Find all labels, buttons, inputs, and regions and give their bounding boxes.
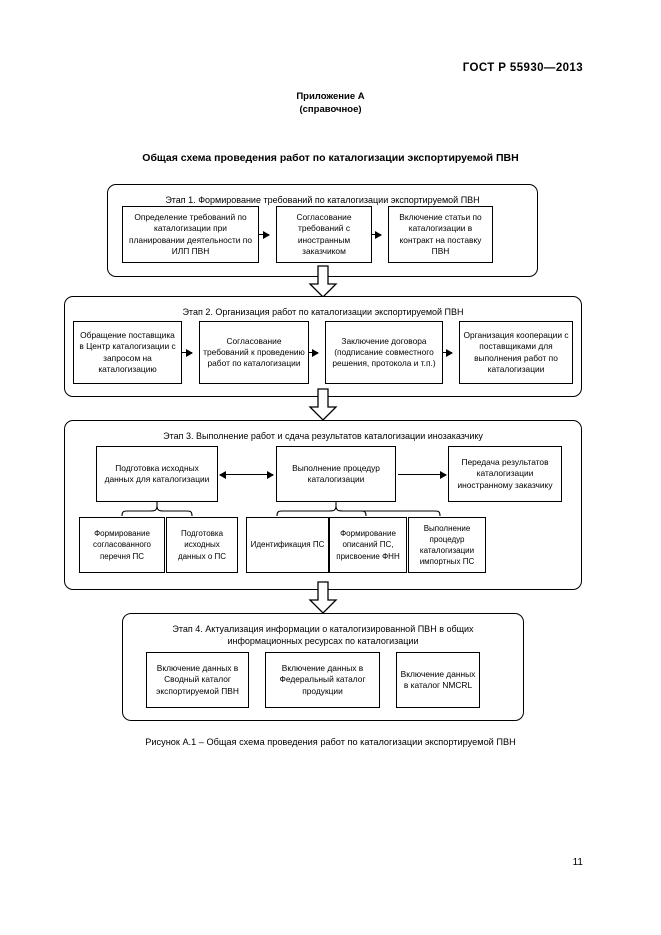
stage-3-subbox-4: Формирование описаний ПС, присвоение ФНН xyxy=(329,517,407,573)
stage-4-box-1-label: Включение данных в Сводный каталог экспо… xyxy=(156,663,239,696)
stage-1-title: Этап 1. Формирование требований по катал… xyxy=(165,195,480,205)
stage-2-box-4-label: Организация кооперации с поставщиками дл… xyxy=(463,330,569,374)
stage-1-box-2: Согласование требований с иностранным за… xyxy=(276,206,372,263)
stage-3-title: Этап 3. Выполнение работ и сдача результ… xyxy=(163,431,483,441)
stage-3-box-1: Подготовка исходных данных для каталогиз… xyxy=(96,446,218,502)
stage-2-arrow-3-4 xyxy=(443,347,453,358)
stage-3-subbox-2: Подготовка исходных данных о ПС xyxy=(166,517,238,573)
stage-3-box-1-label: Подготовка исходных данных для каталогиз… xyxy=(104,462,210,484)
stage-3-subbox-1: Формирование согласованного перечня ПС xyxy=(79,517,165,573)
stage-2-arrow-2-3 xyxy=(309,347,319,358)
stage-3-subbox-2-label: Подготовка исходных данных о ПС xyxy=(177,529,227,561)
stage-3-subbox-1-label: Формирование согласованного перечня ПС xyxy=(92,529,152,561)
stage-2-box-3-label: Заключение договора (подписание совместн… xyxy=(332,335,436,369)
stage-2-box-1-label: Обращение поставщика в Центр каталогизац… xyxy=(79,330,176,374)
annex-title: Приложение А xyxy=(296,91,365,102)
stage-2-box-2: Согласование требований к проведению раб… xyxy=(199,321,309,384)
annex-subtitle: (справочное) xyxy=(299,104,362,115)
stage-3-subbox-5: Выполнение процедур каталогизации импорт… xyxy=(408,517,486,573)
annex-heading: Приложение А (справочное) xyxy=(0,90,661,116)
stage-3-box-2-label: Выполнение процедур каталогизации xyxy=(292,462,380,484)
figure-caption: Рисунок А.1 – Общая схема проведения раб… xyxy=(145,737,516,747)
stage-4-title: Этап 4. Актуализация информации о катало… xyxy=(172,624,474,646)
stage-3-subbox-5-label: Выполнение процедур каталогизации импорт… xyxy=(419,523,475,567)
stage-4-box-2: Включение данных в Федеральный каталог п… xyxy=(265,652,380,708)
stage-2-box-1: Обращение поставщика в Центр каталогизац… xyxy=(73,321,182,384)
stage-1-box-3-label: Включение статьи по каталогизации в конт… xyxy=(399,212,482,256)
stage-3-box-3: Передача результатов каталогизации иност… xyxy=(448,446,562,502)
stage-1-box-2-label: Согласование требований с иностранным за… xyxy=(296,212,352,256)
standard-header: ГОСТ Р 55930—2013 xyxy=(462,62,583,74)
stage-1-arrow-2-3 xyxy=(372,229,382,240)
stage-3-arrow-1-2 xyxy=(219,469,274,480)
stage-4-box-2-label: Включение данных в Федеральный каталог п… xyxy=(279,663,366,696)
stage-2-box-3: Заключение договора (подписание совместн… xyxy=(325,321,443,384)
stage-3-brace-right xyxy=(250,502,480,519)
stage-4-box-1: Включение данных в Сводный каталог экспо… xyxy=(146,652,249,708)
stage-3-brace-left xyxy=(84,502,220,519)
stage-3-arrow-2-3 xyxy=(398,469,447,480)
page-number: 11 xyxy=(572,857,583,868)
stage-4-box-3: Включение данных в каталог NMCRL xyxy=(396,652,480,708)
stage-1-arrow-1-2 xyxy=(259,229,270,240)
stage-3-subbox-3: Идентификация ПС xyxy=(246,517,329,573)
scheme-title: Общая схема проведения работ по каталоги… xyxy=(142,152,519,164)
stage-2-to-3-arrow xyxy=(307,388,339,421)
stage-3-subbox-4-label: Формирование описаний ПС, присвоение ФНН xyxy=(336,529,400,561)
stage-4-box-3-label: Включение данных в каталог NMCRL xyxy=(400,668,476,690)
stage-2-box-2-label: Согласование требований к проведению раб… xyxy=(203,335,305,369)
stage-3-subbox-3-label: Идентификация ПС xyxy=(250,540,325,550)
stage-2-arrow-1-2 xyxy=(182,347,193,358)
stage-3-box-2: Выполнение процедур каталогизации xyxy=(276,446,396,502)
stage-1-box-1-label: Определение требований по каталогизации … xyxy=(129,212,252,256)
stage-3-box-3-label: Передача результатов каталогизации иност… xyxy=(457,457,553,490)
stage-2-box-4: Организация кооперации с поставщиками дл… xyxy=(459,321,573,384)
stage-3-to-4-arrow xyxy=(307,581,339,614)
stage-1-box-1: Определение требований по каталогизации … xyxy=(122,206,259,263)
stage-1-to-2-arrow xyxy=(307,265,339,298)
stage-2-title: Этап 2. Организация работ по каталогизац… xyxy=(182,307,464,317)
stage-1-box-3: Включение статьи по каталогизации в конт… xyxy=(388,206,493,263)
